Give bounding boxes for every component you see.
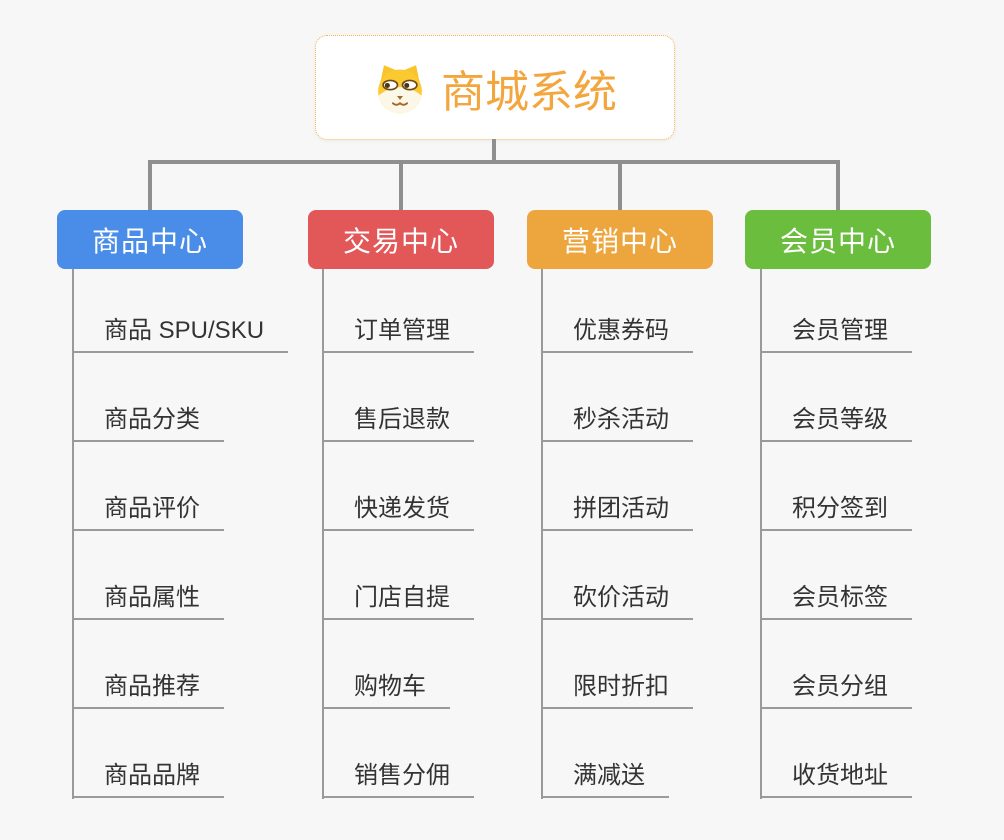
leaf-node[interactable]: 门店自提 <box>322 531 474 620</box>
connector-branch-trunk-4 <box>760 269 762 799</box>
connector-branch-trunk-2 <box>322 269 324 799</box>
leaf-node[interactable]: 商品属性 <box>72 531 224 620</box>
branch-node-marketing-center[interactable]: 营销中心 <box>527 210 713 269</box>
leaf-node[interactable]: 商品评价 <box>72 442 224 531</box>
leaf-node[interactable]: 会员标签 <box>760 531 912 620</box>
connector-drop-2 <box>399 160 403 210</box>
connector-drop-4 <box>836 160 840 210</box>
branch-node-product-center[interactable]: 商品中心 <box>57 210 243 269</box>
branch-leaves-product: 商品 SPU/SKU 商品分类 商品评价 商品属性 商品推荐 商品品牌 <box>72 269 289 798</box>
connector-horizontal-bar <box>148 160 840 164</box>
leaf-node[interactable]: 限时折扣 <box>541 620 693 709</box>
leaf-node[interactable]: 秒杀活动 <box>541 353 693 442</box>
leaf-node[interactable]: 会员管理 <box>760 269 912 353</box>
leaf-node[interactable]: 商品品牌 <box>72 709 224 798</box>
leaf-node[interactable]: 收货地址 <box>760 709 912 798</box>
branch-leaves-trade: 订单管理 售后退款 快递发货 门店自提 购物车 销售分佣 <box>322 269 474 798</box>
branch-leaves-marketing: 优惠券码 秒杀活动 拼团活动 砍价活动 限时折扣 满减送 <box>541 269 693 798</box>
dog-face-icon <box>373 61 427 115</box>
leaf-node[interactable]: 会员等级 <box>760 353 912 442</box>
branch-node-member-center[interactable]: 会员中心 <box>745 210 931 269</box>
leaf-node[interactable]: 优惠券码 <box>541 269 693 353</box>
connector-root-trunk <box>492 139 496 162</box>
connector-branch-trunk-1 <box>72 269 74 799</box>
connector-branch-trunk-3 <box>541 269 543 799</box>
leaf-node[interactable]: 快递发货 <box>322 442 474 531</box>
leaf-node[interactable]: 积分签到 <box>760 442 912 531</box>
leaf-node[interactable]: 订单管理 <box>322 269 474 353</box>
root-title: 商城系统 <box>441 67 617 117</box>
leaf-node[interactable]: 商品分类 <box>72 353 224 442</box>
leaf-node[interactable]: 商品推荐 <box>72 620 224 709</box>
leaf-node[interactable]: 砍价活动 <box>541 531 693 620</box>
leaf-node[interactable]: 售后退款 <box>322 353 474 442</box>
leaf-node[interactable]: 购物车 <box>322 620 450 709</box>
leaf-node[interactable]: 会员分组 <box>760 620 912 709</box>
leaf-node[interactable]: 满减送 <box>541 709 669 798</box>
connector-drop-3 <box>618 160 622 210</box>
leaf-node[interactable]: 商品 SPU/SKU <box>72 269 289 353</box>
branch-leaves-member: 会员管理 会员等级 积分签到 会员标签 会员分组 收货地址 <box>760 269 912 798</box>
root-node[interactable]: 商城系统 <box>315 35 675 140</box>
branch-node-trade-center[interactable]: 交易中心 <box>308 210 494 269</box>
connector-drop-1 <box>148 160 152 210</box>
leaf-node[interactable]: 销售分佣 <box>322 709 474 798</box>
leaf-node[interactable]: 拼团活动 <box>541 442 693 531</box>
